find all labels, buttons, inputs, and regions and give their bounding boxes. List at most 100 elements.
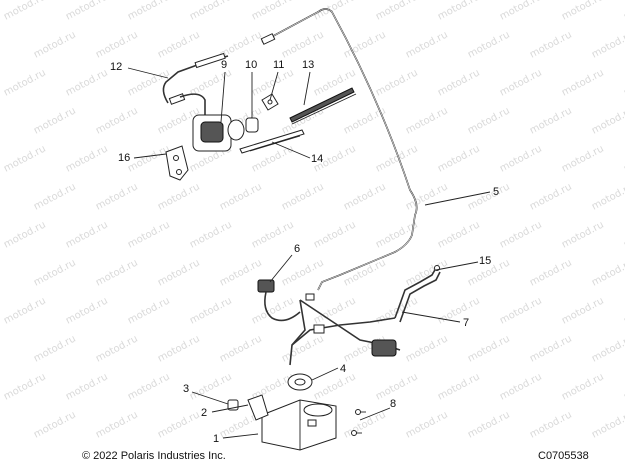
watermark-text: motod.ru — [404, 29, 450, 60]
watermark-text: motod.ru — [466, 333, 512, 364]
wiper-grommet — [261, 93, 279, 111]
callout-labels: 1 2 3 4 5 6 7 8 9 10 11 12 13 14 15 16 — [110, 59, 499, 445]
watermark-text: motod.ru — [466, 29, 512, 60]
callout-7: 7 — [463, 317, 469, 329]
watermark-text: motod.ru — [250, 67, 296, 98]
washer-tube-long — [261, 8, 418, 291]
watermark-text: motod.ru — [498, 371, 544, 402]
watermark-text: motod.ru — [64, 143, 110, 174]
watermark-text: motod.ru — [2, 219, 48, 250]
watermark-text: motod.ru — [218, 333, 264, 364]
watermark-text: motod.ru — [560, 0, 606, 23]
watermark-text: motod.ru — [126, 295, 172, 326]
watermark-text: motod.ru — [218, 257, 264, 288]
watermark-text: motod.ru — [126, 0, 172, 23]
watermark-text: motod.ru — [94, 257, 140, 288]
watermark-text: motod.ru — [466, 181, 512, 212]
watermark-text: motod.ru — [94, 181, 140, 212]
watermark-text: motod.ru — [404, 105, 450, 136]
watermark-text: motod.ru — [374, 143, 420, 174]
callout-1: 1 — [213, 433, 219, 445]
callout-6: 6 — [294, 243, 300, 255]
watermark-text: motod.ru — [342, 181, 388, 212]
wiper-switch — [257, 279, 301, 322]
watermark-text: motod.ru — [94, 29, 140, 60]
pump-grommet — [287, 373, 313, 391]
watermark-text: motod.ru — [436, 67, 482, 98]
watermark-text: motod.ru — [2, 67, 48, 98]
watermark-text: motod.ru — [156, 409, 202, 440]
watermark-text: motod.ru — [560, 143, 606, 174]
watermark-text: motod.ru — [590, 409, 625, 440]
watermark-text: motod.ru — [590, 333, 625, 364]
watermark-text: motod.ru — [156, 29, 202, 60]
wiper-blade — [289, 87, 357, 125]
watermark-text: motod.ru — [528, 409, 574, 440]
wire-harness — [289, 293, 401, 366]
watermark-text: motod.ru — [560, 67, 606, 98]
watermark-text: motod.ru — [528, 29, 574, 60]
watermark-text: motod.ru — [280, 181, 326, 212]
watermark-text: motod.ru — [188, 0, 234, 23]
watermark-text: motod.ru — [528, 333, 574, 364]
watermark-text: motod.ru — [466, 409, 512, 440]
watermark-text: motod.ru — [32, 105, 78, 136]
watermark-text: motod.ru — [498, 67, 544, 98]
leader-lines — [127, 67, 491, 439]
mounting-bracket — [165, 145, 189, 181]
watermark-text: motod.ru — [280, 29, 326, 60]
watermark-text: motod.ru — [156, 333, 202, 364]
watermark-text: motod.ru — [32, 257, 78, 288]
watermark-text: motod.ru — [156, 257, 202, 288]
callout-4: 4 — [340, 363, 346, 375]
callout-9: 9 — [221, 59, 227, 71]
watermark-text: motod.ru — [32, 29, 78, 60]
callout-2: 2 — [201, 407, 207, 419]
copyright-notice: © 2022 Polaris Industries Inc. — [82, 450, 226, 462]
watermark-text: motod.ru — [560, 219, 606, 250]
watermark-text: motod.ru — [64, 67, 110, 98]
watermark-text: motod.ru — [2, 0, 48, 23]
callout-8: 8 — [390, 398, 396, 410]
watermark-text: motod.ru — [560, 295, 606, 326]
watermark-text: motod.ru — [188, 219, 234, 250]
watermark-text: motod.ru — [590, 105, 625, 136]
watermark-text: motod.ru — [528, 105, 574, 136]
watermark-text: motod.ru — [404, 181, 450, 212]
figure-code: C0705538 — [538, 450, 589, 462]
callout-15: 15 — [479, 255, 491, 267]
watermark-text: motod.ru — [498, 219, 544, 250]
watermark-text: motod.ru — [218, 181, 264, 212]
watermark-text: motod.ru — [436, 0, 482, 23]
watermark-text: motod.ru — [436, 219, 482, 250]
watermark-text: motod.ru — [404, 409, 450, 440]
watermark-text: motod.ru — [374, 371, 420, 402]
watermark-text: motod.ru — [64, 371, 110, 402]
watermark-text: motod.ru — [560, 371, 606, 402]
watermark-text: motod.ru — [436, 371, 482, 402]
washer-nozzle-fitting — [260, 33, 276, 45]
watermark-text: motod.ru — [590, 29, 625, 60]
watermark-text: motod.ru — [64, 295, 110, 326]
watermark-text: motod.ru — [32, 409, 78, 440]
watermark-text: motod.ru — [32, 181, 78, 212]
wiper-motor — [179, 93, 245, 152]
watermark-text: motod.ru — [342, 257, 388, 288]
reservoir-bracket — [247, 394, 269, 421]
watermark-text: motod.ru — [374, 67, 420, 98]
watermark-text: motod.ru — [2, 143, 48, 174]
watermark-text: motod.ru — [590, 257, 625, 288]
mounting-screws — [351, 409, 366, 436]
watermark-text: motod.ru — [250, 219, 296, 250]
callout-3: 3 — [183, 383, 189, 395]
watermark-text: motod.ru — [2, 295, 48, 326]
watermark-text: motod.ru — [312, 295, 358, 326]
callout-5: 5 — [493, 186, 499, 198]
callout-14: 14 — [311, 153, 323, 165]
watermark-text: motod.ru — [126, 371, 172, 402]
watermark-text: motod.ru — [250, 0, 296, 23]
watermark-text: motod.ru — [498, 295, 544, 326]
wiper-arm-lower — [239, 129, 305, 154]
watermark-text: motod.ru — [188, 295, 234, 326]
